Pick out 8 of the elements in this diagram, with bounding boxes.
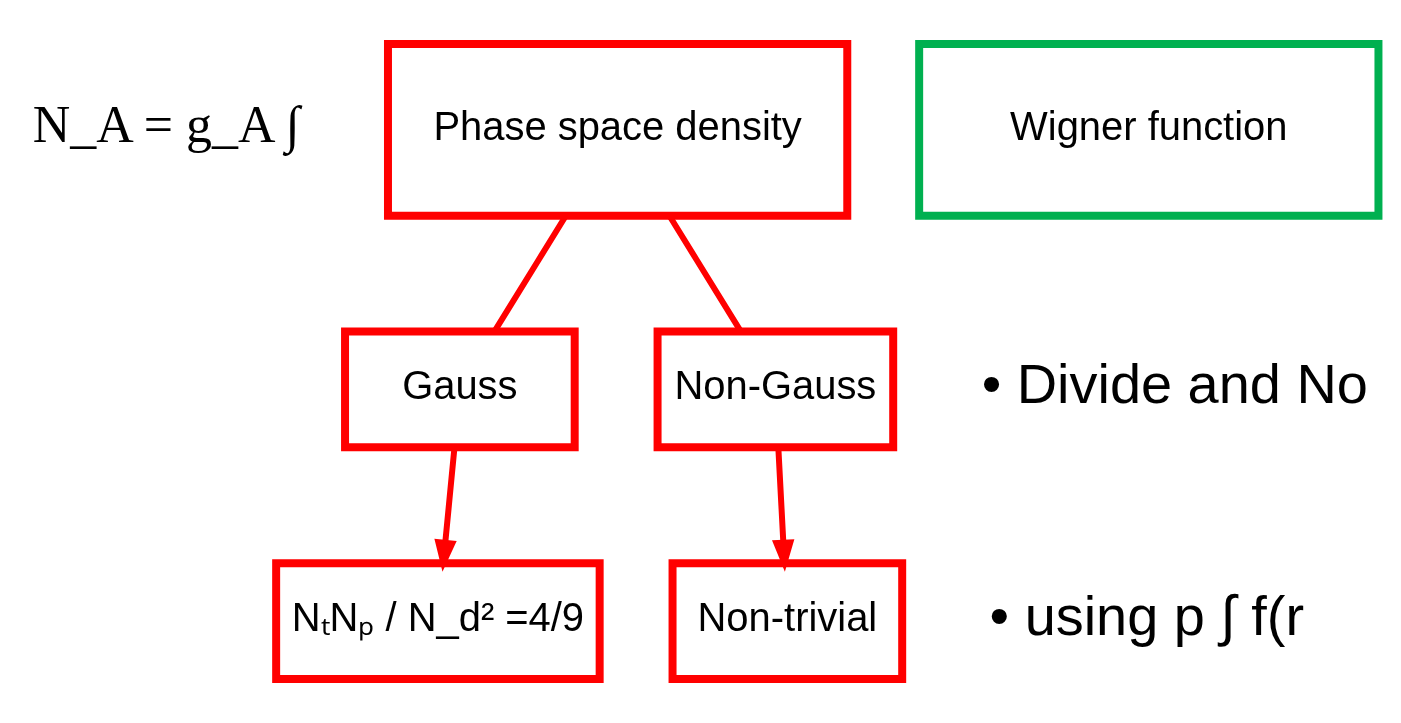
node-box: NₜNₚ / N_d² =4/9 — [272, 559, 604, 683]
node-box: Non-Gauss — [653, 327, 898, 452]
node-box: Gauss — [341, 327, 579, 452]
node-box: Phase space density — [384, 40, 852, 220]
node-box: Non-trivial — [668, 559, 907, 683]
node-box: Wigner function — [915, 40, 1383, 220]
label: • Divide and No — [981, 352, 1368, 416]
label: • using p ∫ f(r — [989, 583, 1305, 647]
